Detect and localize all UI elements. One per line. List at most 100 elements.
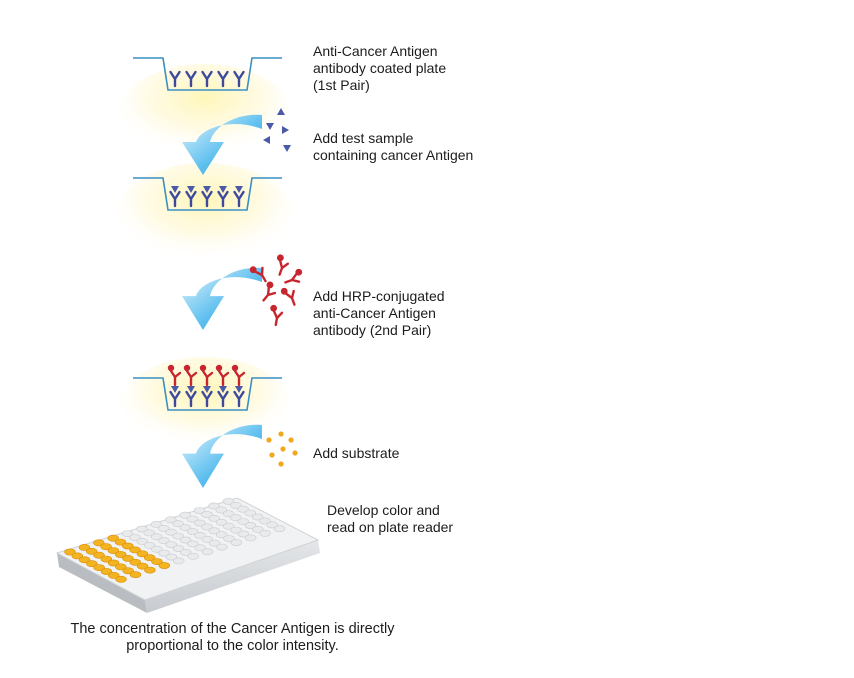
label-line: (1st Pair): [313, 77, 370, 93]
empty-well: [215, 506, 228, 514]
antigen-triangle-icon: [219, 186, 227, 193]
hrp-antibody-icon: [249, 266, 267, 283]
empty-well: [172, 520, 184, 528]
colored-well: [144, 554, 156, 562]
empty-well: [216, 531, 228, 539]
step-label-add-sample: Add test sample containing cancer Antige…: [313, 130, 473, 164]
hrp-antibody-icon: [280, 287, 296, 306]
empty-well: [237, 530, 250, 538]
antigen-triangle-icon: [187, 186, 195, 193]
empty-well: [223, 535, 235, 542]
antigen-triangle-icon: [235, 386, 243, 393]
empty-well: [230, 514, 242, 522]
empty-well: [158, 549, 170, 557]
capture-antibody-icon: [217, 70, 229, 88]
empty-well: [165, 516, 177, 524]
empty-well: [237, 505, 249, 513]
colored-well: [93, 539, 105, 547]
empty-well: [230, 526, 242, 534]
empty-well: [201, 523, 213, 531]
empty-well: [193, 507, 206, 514]
empty-well: [237, 518, 249, 525]
empty-well: [208, 527, 221, 535]
empty-well: [223, 522, 235, 530]
empty-well: [158, 537, 170, 545]
capture-antibody-icon: [217, 390, 229, 408]
empty-well: [201, 511, 213, 518]
process-arrow-icon: [182, 424, 262, 488]
colored-well: [144, 566, 156, 574]
empty-well: [179, 524, 192, 531]
hrp-antibody-icon: [284, 268, 303, 284]
colored-well: [114, 538, 127, 546]
empty-well: [180, 549, 192, 556]
antigen-triangle-icon: [203, 186, 211, 193]
caption: The concentration of the Cancer Antigen …: [20, 621, 445, 655]
empty-well: [186, 515, 199, 523]
empty-well: [201, 548, 214, 556]
empty-well: [187, 552, 199, 560]
empty-well: [259, 529, 271, 537]
colored-well: [78, 556, 91, 564]
antigen-triangle-icon: [235, 186, 243, 193]
empty-well: [187, 528, 199, 535]
colored-well: [100, 568, 113, 575]
label-line: containing cancer Antigen: [313, 147, 474, 163]
substrate-dot-icon: [292, 450, 298, 456]
colored-well: [107, 534, 119, 542]
empty-well: [173, 557, 185, 565]
empty-well: [194, 532, 206, 539]
colored-well: [122, 542, 134, 550]
colored-well: [136, 562, 149, 570]
process-arrow-icon: [182, 267, 262, 330]
antigen-triangle-icon: [219, 386, 227, 393]
antigen-triangle-icon: [277, 108, 285, 115]
capture-antibody-icon: [185, 190, 197, 208]
empty-well: [165, 553, 178, 561]
well-outline: [133, 177, 282, 211]
substrate-dot-icon: [269, 452, 275, 458]
empty-well: [244, 522, 257, 529]
empty-well: [129, 534, 141, 541]
empty-well: [230, 539, 243, 546]
well-cross-section: [133, 177, 282, 211]
colored-well: [129, 558, 142, 566]
colored-well: [151, 558, 163, 565]
empty-well: [187, 540, 199, 548]
antigen-triangle-icon: [283, 145, 291, 152]
empty-well: [252, 526, 264, 533]
antigen-triangle-icon: [263, 136, 270, 144]
colored-well: [108, 572, 120, 579]
colored-well: [100, 543, 112, 551]
colored-well: [78, 544, 91, 551]
antigen-triangle-icon: [203, 386, 211, 393]
plate-front-side: [145, 540, 320, 613]
empty-well: [143, 541, 156, 549]
capture-antibody-icon: [185, 390, 197, 408]
step-label-develop-color: Develop color and read on plate reader: [327, 502, 453, 536]
colored-well: [129, 546, 141, 554]
empty-well: [215, 518, 228, 526]
colored-well: [129, 571, 142, 579]
empty-well: [244, 509, 257, 517]
empty-well: [251, 513, 264, 521]
empty-well: [222, 497, 235, 505]
capture-antibody-icon: [233, 70, 245, 88]
label-line: Add substrate: [313, 445, 400, 461]
empty-well: [259, 517, 271, 525]
well-cross-section: [133, 364, 282, 411]
capture-antibody-icon: [233, 390, 245, 408]
antigen-triangle-icon: [171, 186, 179, 193]
colored-well: [86, 560, 98, 568]
empty-well: [172, 545, 185, 552]
substrate-dot-icon: [278, 461, 284, 467]
empty-well: [208, 539, 221, 547]
hrp-antibody-icon: [215, 364, 230, 387]
microplate-icon: [55, 497, 320, 613]
colored-well: [158, 562, 171, 569]
free-hrp-antibodies: [249, 254, 303, 327]
well-cross-section: [133, 57, 282, 91]
empty-well: [165, 528, 177, 536]
